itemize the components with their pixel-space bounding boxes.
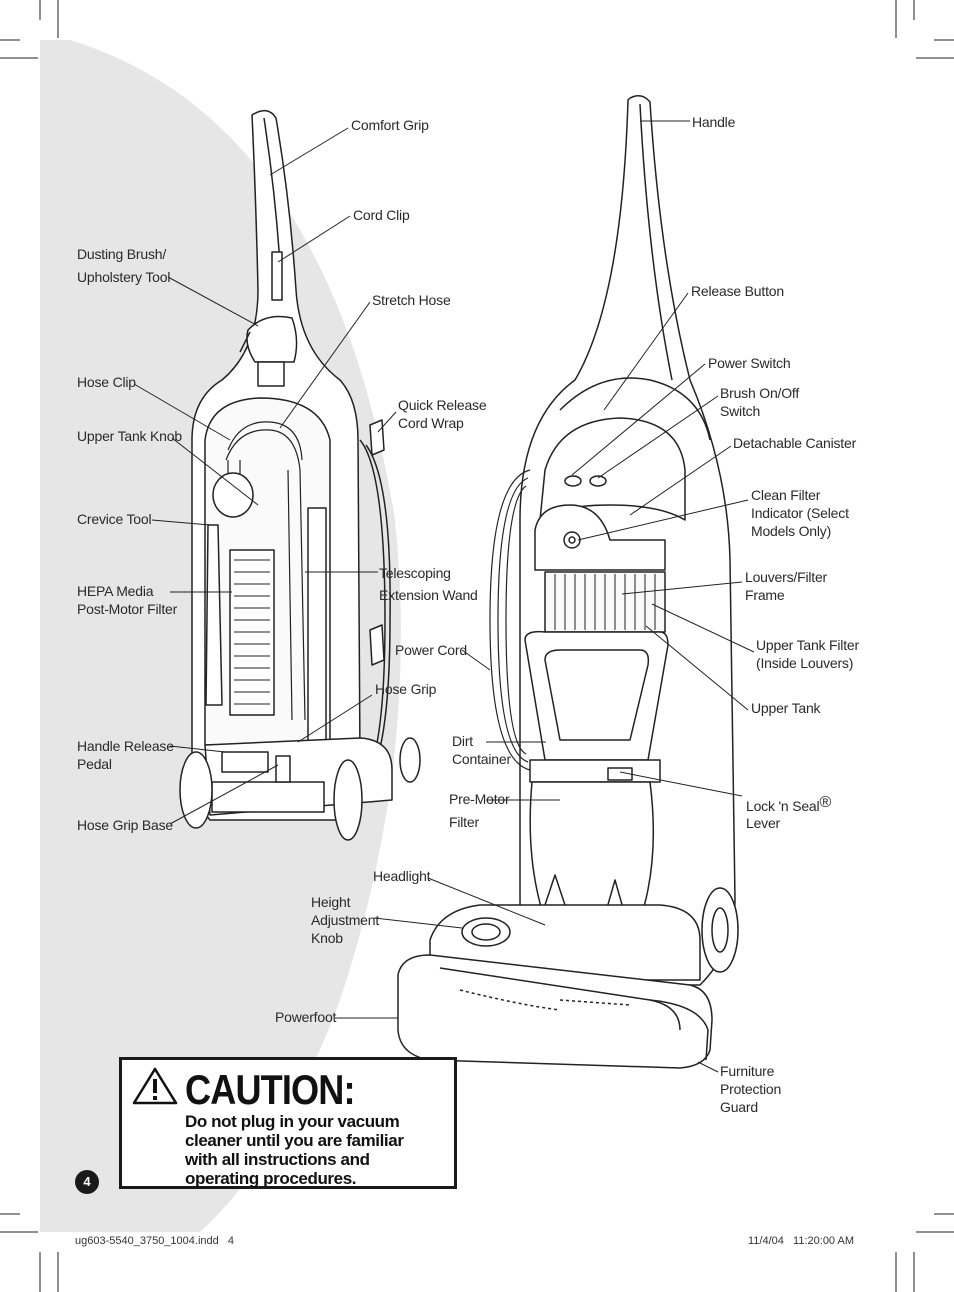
label-pre-motor-line1: Pre-Motor [449, 791, 510, 807]
label-crevice-tool: Crevice Tool [77, 511, 152, 527]
registered-mark: ® [819, 794, 832, 811]
label-headlight: Headlight [373, 868, 431, 884]
label-upper-tank-knob: Upper Tank Knob [77, 428, 182, 444]
label-hepa-filter: HEPA Media Post-Motor Filter [77, 583, 178, 617]
label-brush-switch: Brush On/Off Switch [720, 385, 800, 419]
warning-triangle-icon [132, 1067, 178, 1105]
label-powerfoot: Powerfoot [275, 1009, 337, 1025]
label-release-button: Release Button [691, 283, 784, 299]
label-lock-n-seal: Lock 'n Seal® [746, 794, 831, 815]
label-hose-grip: Hose Grip [375, 681, 437, 697]
label-dirt-container: Dirt Container [452, 733, 511, 767]
footer-file-name: ug603-5540_3750_1004.indd 4 [75, 1235, 235, 1247]
label-stretch-hose: Stretch Hose [372, 292, 451, 308]
label-clean-filter-indicator: Clean Filter Indicator (Select Models On… [751, 487, 849, 539]
label-handle: Handle [692, 114, 736, 130]
label-hose-grip-base: Hose Grip Base [77, 817, 174, 833]
label-lever: Lever [746, 815, 781, 831]
label-dusting-brush-line2: Upholstery Tool [77, 269, 171, 285]
label-louvers-filter-frame: Louvers/Filter Frame [745, 569, 828, 603]
caution-body: Do not plug in your vacuum cleaner until… [185, 1112, 404, 1188]
caution-box: CAUTION: Do not plug in your vacuum clea… [119, 1057, 457, 1189]
label-upper-tank-filter: Upper Tank Filter (Inside Louvers) [756, 637, 859, 671]
label-telescoping-wand: Telescoping Extension Wand [379, 565, 478, 603]
label-dusting-brush-line1: Dusting Brush/ [77, 246, 167, 262]
label-detachable-canister: Detachable Canister [733, 435, 857, 451]
caution-title: CAUTION: [185, 1066, 356, 1113]
label-comfort-grip: Comfort Grip [351, 117, 429, 133]
label-height-adjustment-knob: Height Adjustment Knob [311, 894, 380, 946]
lock-n-seal-text: Lock 'n Seal [746, 798, 820, 814]
label-power-cord: Power Cord [395, 642, 467, 658]
footer-datetime: 11/4/04 11:20:00 AM [748, 1235, 855, 1247]
label-quick-release-cord-wrap: Quick Release Cord Wrap [398, 397, 487, 431]
label-pre-motor-line2: Filter [449, 814, 479, 830]
label-handle-release-pedal: Handle Release Pedal [77, 738, 174, 772]
leader-lines [133, 120, 755, 1073]
label-furniture-protection-guard: Furniture Protection Guard [720, 1063, 782, 1115]
front-view-vacuum [397, 95, 739, 1069]
label-cord-clip: Cord Clip [353, 207, 410, 223]
label-power-switch: Power Switch [708, 355, 791, 371]
page-number: 4 [75, 1170, 99, 1194]
label-hose-clip: Hose Clip [77, 374, 136, 390]
rear-view-vacuum [179, 109, 421, 841]
label-upper-tank: Upper Tank [751, 700, 821, 716]
